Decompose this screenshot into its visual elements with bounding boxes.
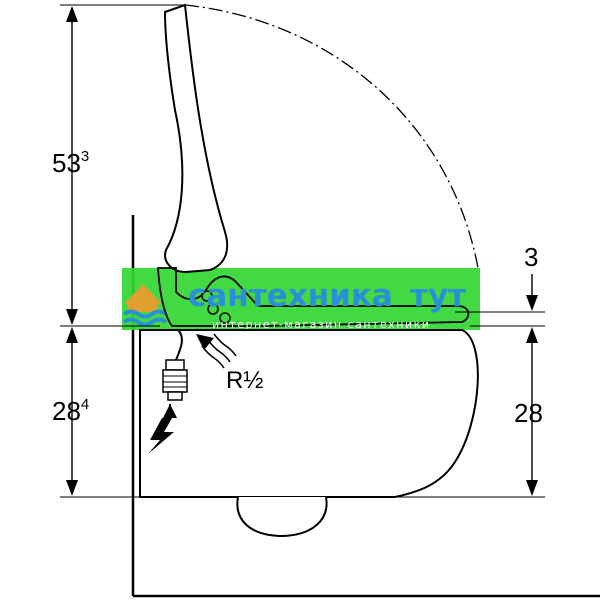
power-connector: [162, 329, 188, 401]
hinge-bolt-low: [219, 312, 231, 324]
lid-swing-arc: [184, 4, 479, 269]
bowl-base: [236, 496, 328, 538]
watermark-subtitle: интернет-магазин сантехники: [212, 318, 430, 331]
toilet-lid: [163, 3, 229, 274]
label-height-lower-right: 28: [514, 398, 543, 428]
hinge-bolt-mid: [207, 303, 219, 315]
hinge-bracket: [157, 267, 470, 327]
logo-house-icon: [122, 284, 168, 327]
electric-bolt-icon: [148, 404, 177, 454]
label-water-connection: R½: [226, 367, 263, 394]
hinge-bolt-top: [201, 290, 213, 302]
toilet-bowl: [139, 329, 479, 498]
label-height-upper: 533: [52, 148, 89, 178]
watermark-title-2: тут: [410, 278, 466, 314]
watermark-band: [122, 268, 480, 330]
label-height-lower-left: 284: [52, 396, 89, 426]
water-arrow-icon: [196, 333, 237, 369]
label-gap: 3: [524, 242, 538, 272]
watermark-title-1: сантехника: [188, 278, 393, 314]
